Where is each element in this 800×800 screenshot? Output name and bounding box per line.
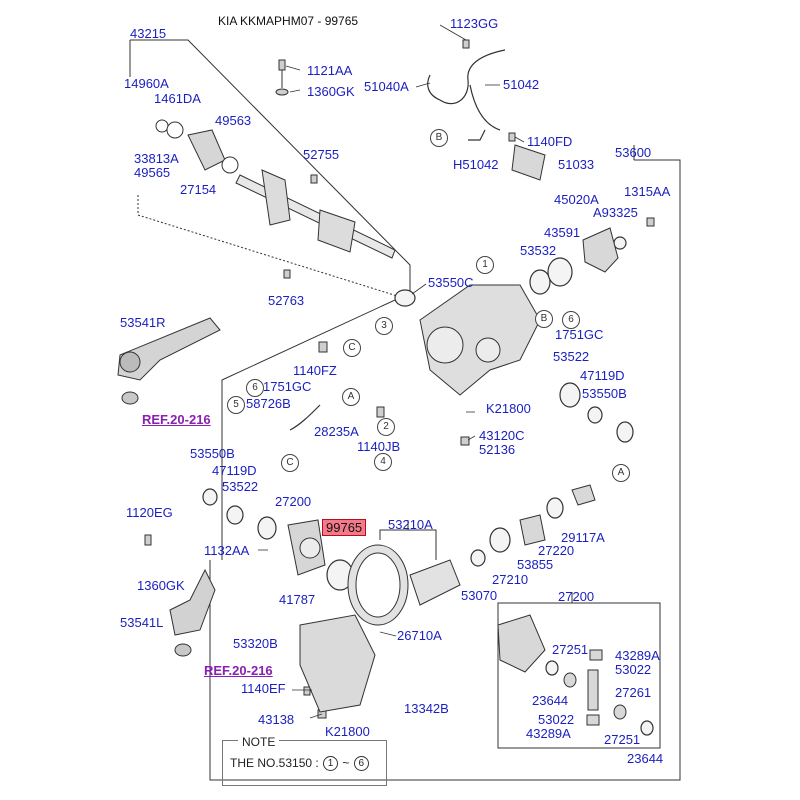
part-label-1123gg[interactable]: 1123GG: [450, 16, 499, 31]
note-box: [222, 740, 387, 786]
part-label-27261[interactable]: 27261: [615, 685, 652, 700]
part-label-49565[interactable]: 49565: [134, 165, 171, 180]
part-label-28235a[interactable]: 28235A: [314, 424, 359, 439]
callout-marker: 6: [562, 311, 580, 329]
part-label-53541r[interactable]: 53541R: [120, 315, 166, 330]
part-label-k21800-a[interactable]: K21800: [486, 401, 531, 416]
part-label-1140fd[interactable]: 1140FD: [527, 134, 573, 149]
part-label-27220[interactable]: 27220: [538, 543, 575, 558]
part-label-43289a-a[interactable]: 43289A: [615, 648, 660, 663]
callout-marker: 4: [374, 453, 392, 471]
part-label-53070[interactable]: 53070: [461, 588, 498, 603]
part-label-1751gc-b[interactable]: 1751GC: [263, 379, 312, 394]
part-label-13342b[interactable]: 13342B: [404, 701, 449, 716]
part-label-53855[interactable]: 53855: [517, 557, 554, 572]
part-label-27210[interactable]: 27210: [492, 572, 529, 587]
part-label-41787[interactable]: 41787: [279, 592, 316, 607]
part-label-51033[interactable]: 51033: [558, 157, 595, 172]
part-label-h51042[interactable]: H51042: [453, 157, 499, 172]
part-label-27200-b[interactable]: 27200: [558, 589, 595, 604]
part-label-1461da[interactable]: 1461DA: [154, 91, 201, 106]
part-label-43138[interactable]: 43138: [258, 712, 295, 727]
part-label-45020a[interactable]: 45020A: [554, 192, 599, 207]
part-label-53550c[interactable]: 53550C: [428, 275, 474, 290]
note-prefix: THE NO.53150 :: [230, 756, 319, 770]
callout-marker: B: [535, 310, 553, 328]
part-label-47119d-b[interactable]: 47119D: [212, 463, 257, 478]
part-label-53320b[interactable]: 53320B: [233, 636, 278, 651]
callout-marker: 3: [375, 317, 393, 335]
part-label-k21800-b[interactable]: K21800: [325, 724, 370, 739]
ref-link[interactable]: REF.20-216: [204, 663, 273, 678]
part-label-1140fz[interactable]: 1140FZ: [293, 363, 337, 378]
part-label-a93325[interactable]: A93325: [593, 205, 638, 220]
part-label-53532[interactable]: 53532: [520, 243, 557, 258]
part-label-53522-a[interactable]: 53522: [553, 349, 590, 364]
part-label-29117a[interactable]: 29117A: [561, 530, 605, 545]
part-label-27251-a[interactable]: 27251: [552, 642, 589, 657]
part-label-52763[interactable]: 52763: [268, 293, 305, 308]
note-title: NOTE: [238, 735, 280, 749]
part-label-1315aa[interactable]: 1315AA: [624, 184, 671, 199]
part-label-27200-a[interactable]: 27200: [275, 494, 312, 509]
part-label-53022-b[interactable]: 53022: [538, 712, 575, 727]
part-label-14960a[interactable]: 14960A: [124, 76, 169, 91]
part-label-47119d-a[interactable]: 47119D: [580, 368, 625, 383]
callout-marker: A: [612, 464, 630, 482]
note-range-end: 6: [353, 756, 369, 772]
note-range-start: 1: [323, 756, 339, 772]
part-label-1360gk-b[interactable]: 1360GK: [137, 578, 185, 593]
part-label-43120c[interactable]: 43120C: [479, 428, 525, 443]
note-text: THE NO.53150 : 1 ~ 6: [230, 756, 370, 772]
note-range-sep: ~: [342, 756, 350, 770]
part-label-1120eg[interactable]: 1120EG: [126, 505, 173, 520]
part-label-26710a[interactable]: 26710A: [397, 628, 442, 643]
part-label-53541l[interactable]: 53541L: [120, 615, 164, 630]
part-label-49563[interactable]: 49563: [215, 113, 252, 128]
part-label-53550b-b[interactable]: 53550B: [190, 446, 235, 461]
callout-marker: C: [281, 454, 299, 472]
callout-marker: B: [430, 129, 448, 147]
callout-marker: C: [343, 339, 361, 357]
part-label-51042[interactable]: 51042: [503, 77, 540, 92]
part-label-23644-a[interactable]: 23644: [532, 693, 569, 708]
callout-marker: 5: [227, 396, 245, 414]
part-label-53522-b[interactable]: 53522: [222, 479, 259, 494]
part-label-51040a[interactable]: 51040A: [364, 79, 409, 94]
part-label-1140jb[interactable]: 1140JB: [357, 439, 401, 454]
part-label-1751gc-a[interactable]: 1751GC: [555, 327, 604, 342]
part-label-27251-b[interactable]: 27251: [604, 732, 641, 747]
part-label-43289a-b[interactable]: 43289A: [526, 726, 571, 741]
callout-marker: 2: [377, 418, 395, 436]
part-label-1132aa[interactable]: 1132AA: [204, 543, 250, 558]
diagram-title: KIA KKMAPHM07 - 99765: [218, 14, 359, 28]
part-label-58726b[interactable]: 58726B: [246, 396, 291, 411]
callout-marker: A: [342, 388, 360, 406]
part-label-53210a[interactable]: 53210A: [388, 517, 433, 532]
part-label-52136[interactable]: 52136: [479, 442, 516, 457]
callout-marker: 6: [246, 379, 264, 397]
part-label-43591[interactable]: 43591: [544, 225, 581, 240]
part-label-43215[interactable]: 43215: [130, 26, 167, 41]
part-label-52755[interactable]: 52755: [303, 147, 340, 162]
part-label-23644-b[interactable]: 23644: [627, 751, 664, 766]
part-label-33813a[interactable]: 33813A: [134, 151, 179, 166]
highlighted-part-number[interactable]: 99765: [322, 519, 367, 536]
part-label-53600[interactable]: 53600: [615, 145, 652, 160]
part-label-53022-a[interactable]: 53022: [615, 662, 652, 677]
ref-link[interactable]: REF.20-216: [142, 412, 211, 427]
part-label-53550b-a[interactable]: 53550B: [582, 386, 627, 401]
part-label-1140ef[interactable]: 1140EF: [241, 681, 286, 696]
part-label-27154[interactable]: 27154: [180, 182, 217, 197]
part-label-1121aa[interactable]: 1121AA: [307, 63, 353, 78]
part-label-1360gk-a[interactable]: 1360GK: [307, 84, 355, 99]
callout-marker: 1: [476, 256, 494, 274]
